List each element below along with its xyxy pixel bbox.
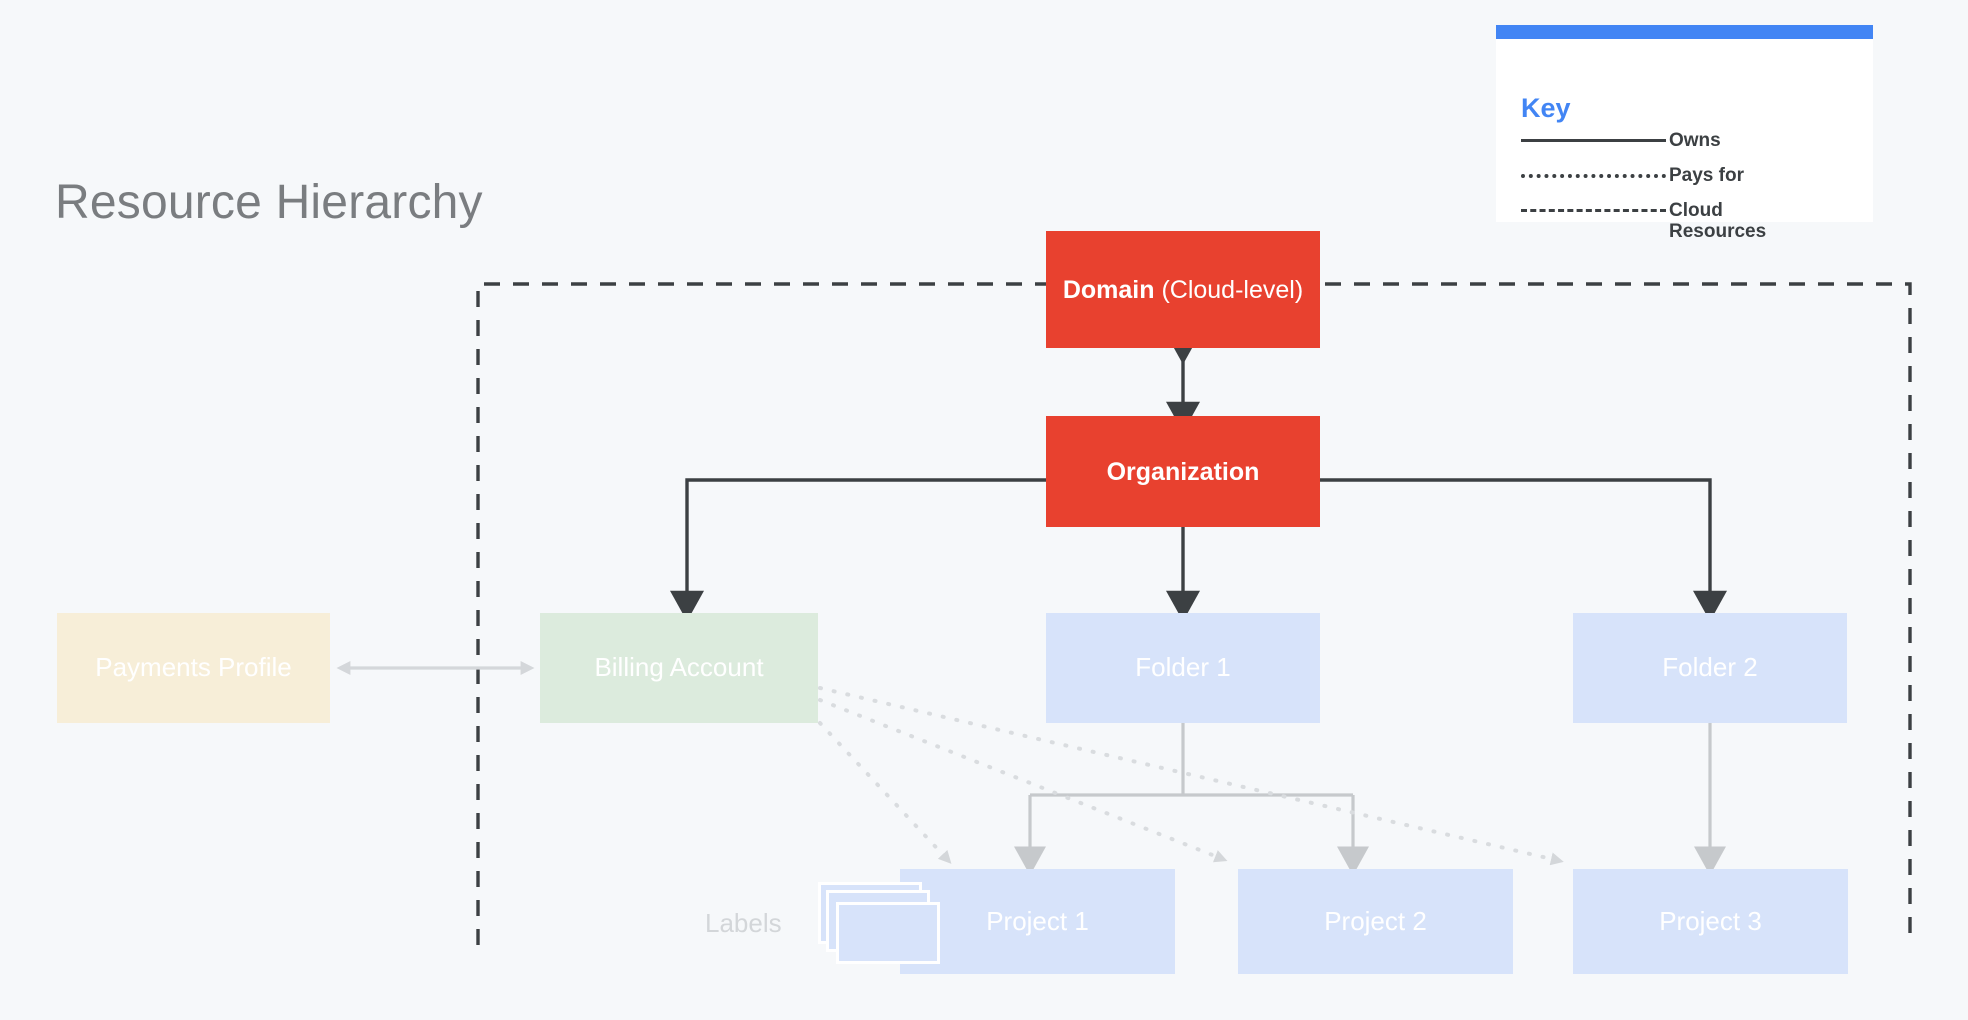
node-billing-account[interactable]: Billing Account	[540, 613, 818, 723]
labels-stack-icon[interactable]	[818, 882, 946, 970]
node-project2-label: Project 2	[1324, 905, 1427, 936]
node-domain-label-bold: Domain	[1062, 275, 1155, 304]
node-folder2-label: Folder 2	[1662, 652, 1758, 683]
edge-organization-billing-account	[670, 478, 1046, 622]
node-project1[interactable]: Project 1	[900, 869, 1175, 974]
legend-accent-bar	[1496, 25, 1873, 39]
node-project1-label: Project 1	[986, 905, 1089, 936]
solid-line-icon	[1521, 130, 1666, 150]
node-domain-label: Domain (Cloud-level)	[1063, 275, 1303, 305]
edge-folder1-projects	[1014, 722, 1369, 876]
legend-label-pays-for: Pays for	[1669, 165, 1744, 186]
dashed-line-icon	[1521, 200, 1666, 220]
legend-rows: Owns Pays for Cloud Resources	[1521, 130, 1861, 242]
node-billing-account-label: Billing Account	[594, 652, 764, 683]
node-project3-label: Project 3	[1659, 905, 1762, 936]
label-card-front	[836, 902, 940, 964]
legend-row-pays-for: Pays for	[1521, 165, 1861, 200]
labels-caption: Labels	[705, 908, 782, 938]
node-payments-profile-label: Payments Profile	[95, 652, 292, 683]
node-folder1[interactable]: Folder 1	[1046, 613, 1320, 723]
node-organization-label: Organization	[1106, 457, 1260, 486]
edge-billing-pays-project2	[818, 698, 1228, 863]
node-domain[interactable]: Domain (Cloud-level)	[1046, 231, 1320, 348]
node-folder2[interactable]: Folder 2	[1573, 613, 1847, 723]
legend-row-cloud-resources: Cloud Resources	[1521, 200, 1861, 242]
node-project3[interactable]: Project 3	[1573, 869, 1848, 974]
node-folder1-label: Folder 1	[1135, 652, 1231, 683]
dotted-line-icon	[1521, 165, 1666, 185]
node-project2[interactable]: Project 2	[1238, 869, 1513, 974]
legend-label-cloud-resources: Cloud Resources	[1669, 200, 1767, 243]
node-domain-label-rest: (Cloud-level)	[1154, 275, 1304, 304]
node-payments-profile[interactable]: Payments Profile	[57, 613, 330, 723]
edge-billing-pays-project1	[818, 721, 952, 864]
edge-organization-folder2	[1320, 478, 1727, 622]
node-organization[interactable]: Organization	[1046, 416, 1320, 527]
legend-title: Key	[1521, 93, 1571, 123]
page-title: Resource Hierarchy	[55, 176, 483, 229]
legend-label-owns: Owns	[1669, 130, 1721, 151]
legend-row-owns: Owns	[1521, 130, 1861, 165]
legend-panel: Key Owns Pays for Cloud Resources	[1496, 25, 1873, 242]
